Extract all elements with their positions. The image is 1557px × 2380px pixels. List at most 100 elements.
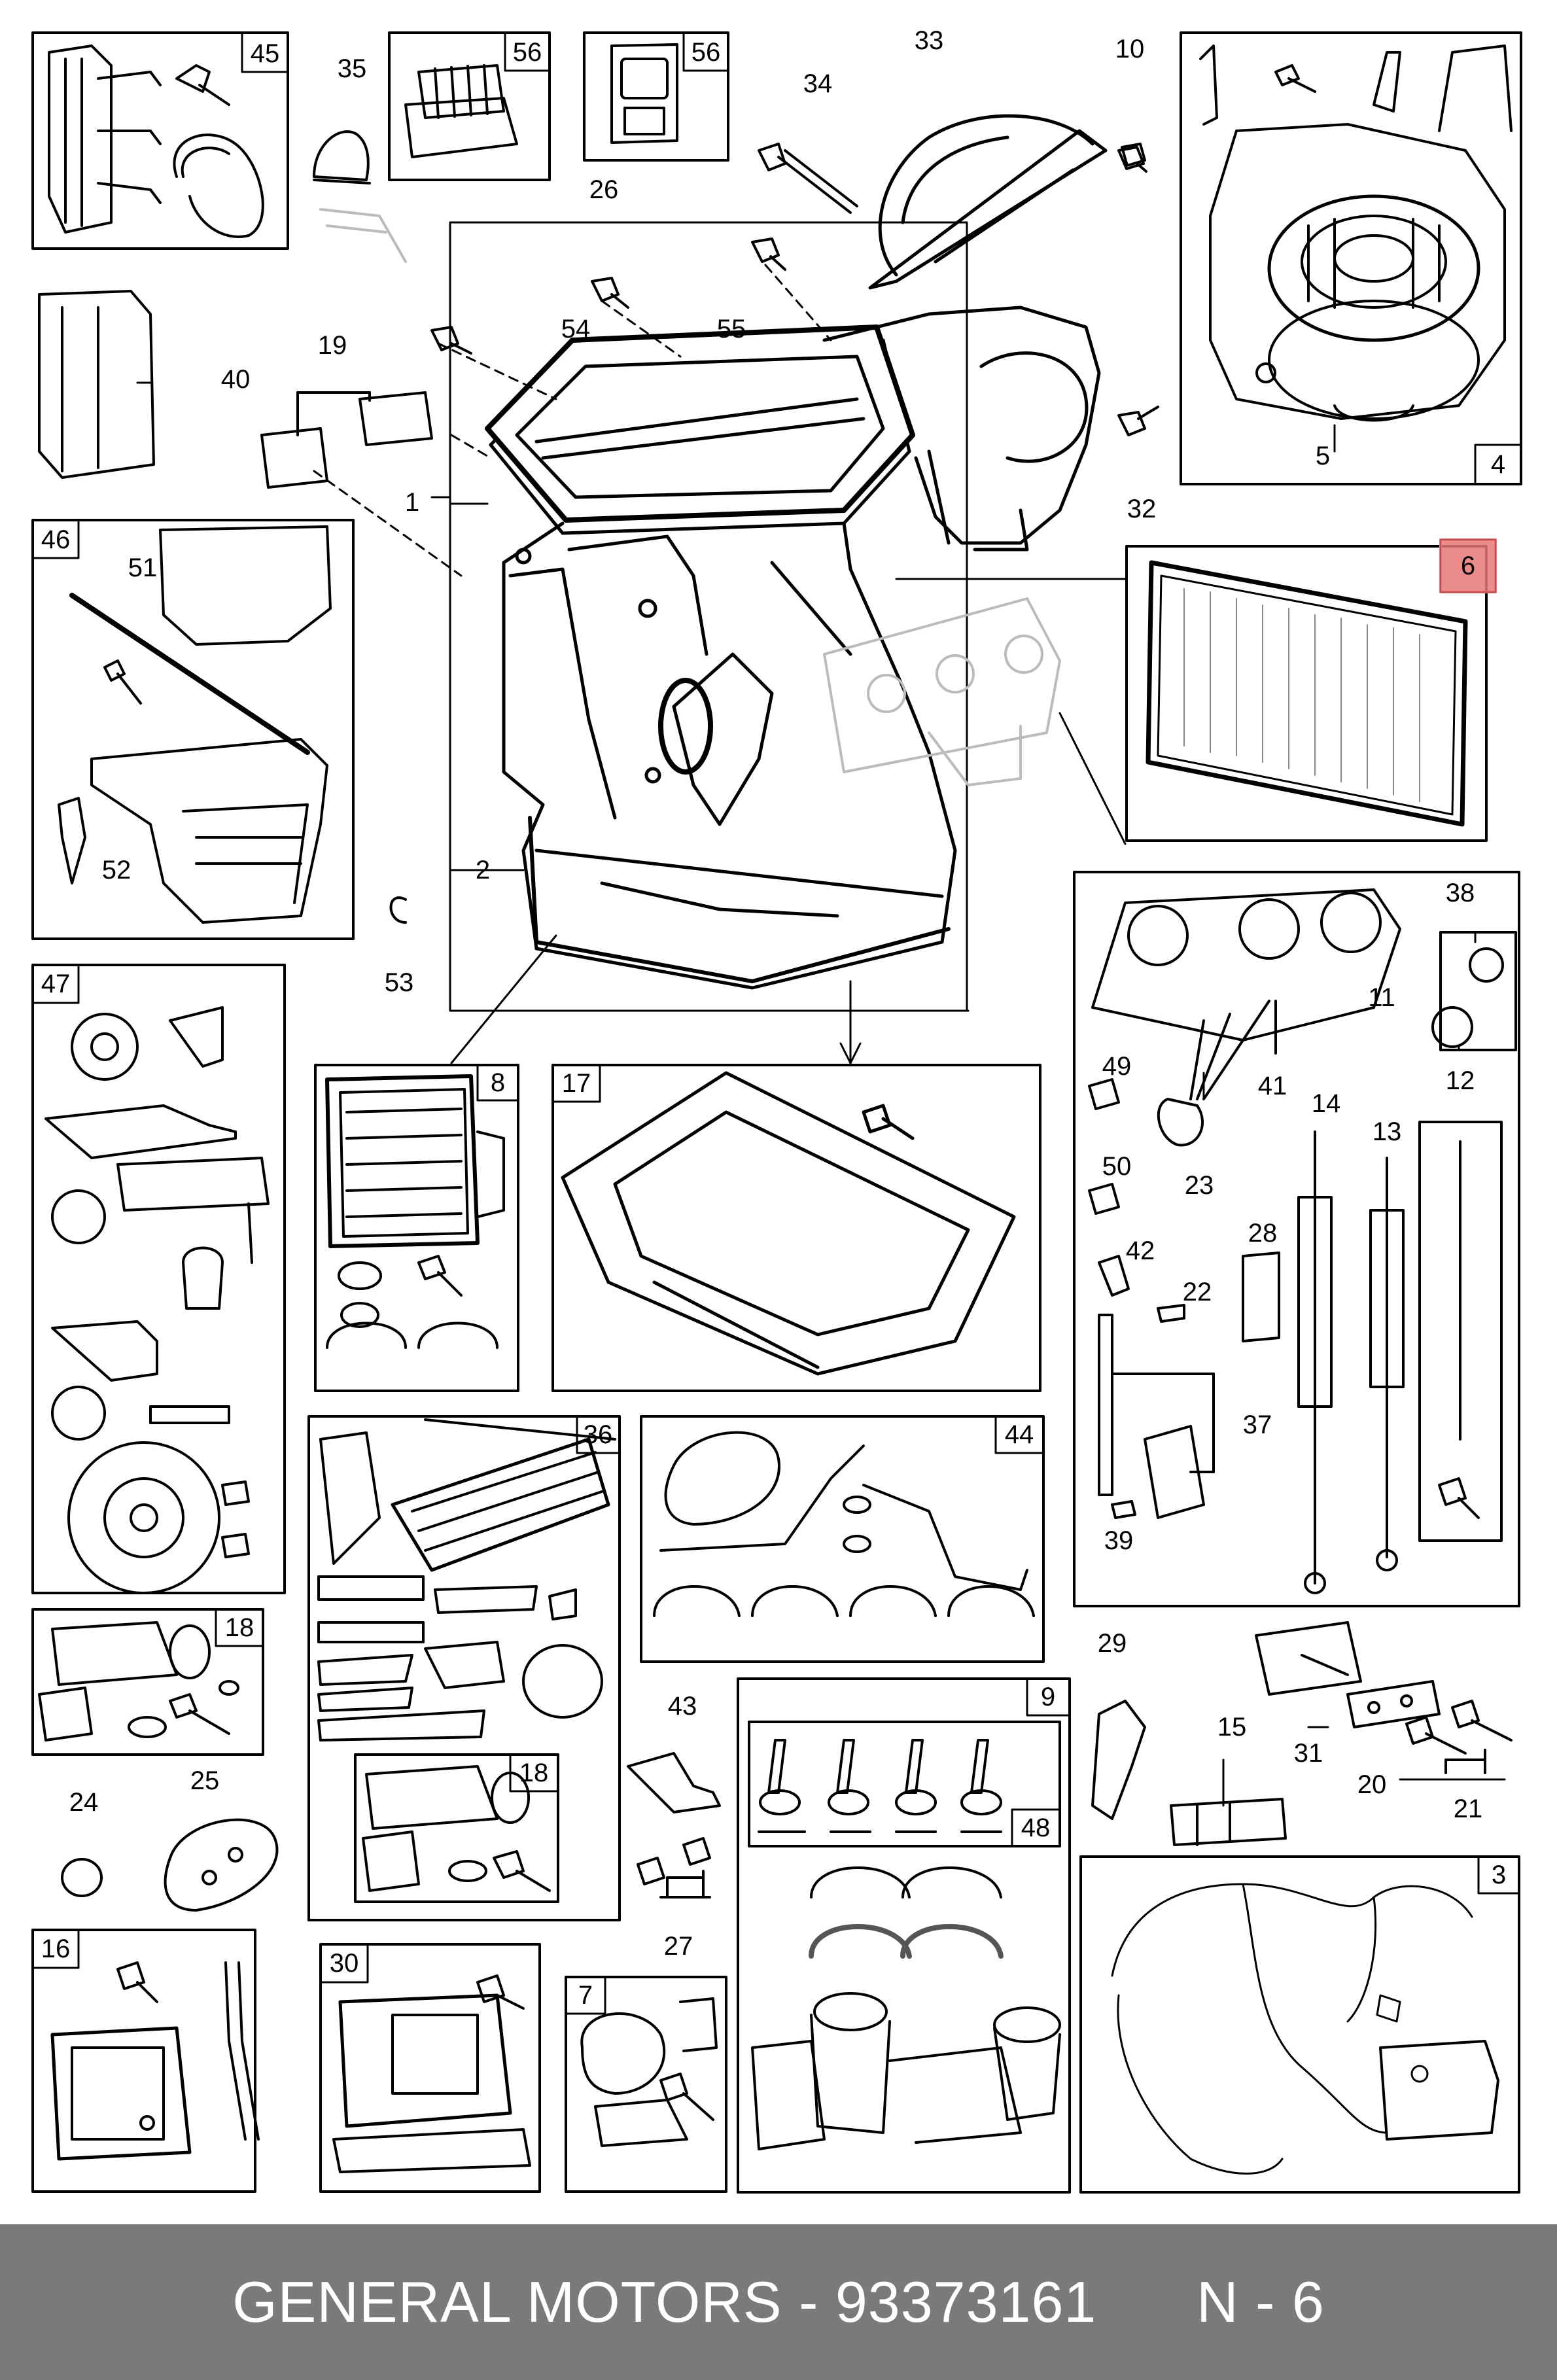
callout-13: 13 bbox=[1373, 1117, 1402, 1146]
callout-35: 35 bbox=[338, 54, 367, 83]
panel-8 bbox=[314, 1064, 519, 1392]
blower-duct bbox=[822, 306, 1101, 551]
footer-brand: GENERAL MOTORS bbox=[232, 2269, 782, 2334]
callout-36: 36 bbox=[584, 1420, 613, 1449]
callout-4: 4 bbox=[1491, 450, 1505, 479]
part-34-drawing bbox=[758, 143, 858, 214]
panel-18-inner bbox=[354, 1753, 559, 1903]
callout-44: 44 bbox=[1005, 1420, 1034, 1449]
part-3-harness-drawing bbox=[1111, 1883, 1499, 2175]
part-36-drawing bbox=[317, 1418, 616, 1741]
callout-24: 24 bbox=[69, 1788, 99, 1817]
part-18-actuator-drawing bbox=[38, 1621, 239, 1741]
callout-34: 34 bbox=[803, 69, 833, 98]
callout-29: 29 bbox=[1098, 1629, 1127, 1658]
callout-21: 21 bbox=[1454, 1794, 1483, 1823]
part-38-ring-small bbox=[1431, 1006, 1473, 1048]
part-18-inner-drawing bbox=[362, 1765, 551, 1892]
callout-20: 20 bbox=[1357, 1770, 1387, 1799]
part-48-clips-drawing bbox=[758, 1739, 1002, 1833]
callout-26: 26 bbox=[589, 175, 619, 204]
part-10-screw-drawing bbox=[1121, 143, 1146, 167]
heater-housing bbox=[485, 324, 957, 990]
callout-6: 6 bbox=[1461, 551, 1475, 580]
callout-16: 16 bbox=[41, 1934, 71, 1963]
callout-30: 30 bbox=[330, 1949, 359, 1978]
callout-40: 40 bbox=[221, 365, 251, 394]
part-42-22-28-drawing bbox=[1098, 1251, 1280, 1342]
footer-part-number: 93373161 bbox=[835, 2269, 1097, 2334]
callout-12: 12 bbox=[1446, 1066, 1475, 1095]
callout-5: 5 bbox=[1316, 442, 1330, 470]
callout-11: 11 bbox=[1368, 983, 1395, 1012]
callout-28: 28 bbox=[1248, 1219, 1278, 1248]
part-30-actuator-drawing bbox=[332, 1974, 531, 2173]
panel-6 bbox=[1125, 545, 1488, 842]
callout-45: 45 bbox=[251, 39, 280, 68]
control-panel-ghost bbox=[823, 597, 1061, 786]
part-40-drawing bbox=[38, 290, 155, 479]
part-21-bolts-drawing bbox=[1405, 1700, 1513, 1774]
callout-3: 3 bbox=[1492, 1861, 1506, 1889]
panel-44 bbox=[640, 1415, 1045, 1663]
part-19-filter-drawing bbox=[260, 391, 433, 489]
part-49-50-screws-drawing bbox=[1088, 1078, 1204, 1215]
callout-2: 2 bbox=[476, 856, 490, 884]
part-46-drawing bbox=[58, 525, 332, 924]
callout-56-left: 56 bbox=[513, 38, 542, 67]
part-27-screws-drawing bbox=[637, 1837, 711, 1899]
callout-39: 39 bbox=[1104, 1526, 1134, 1555]
callout-49: 49 bbox=[1102, 1052, 1132, 1081]
callout-43: 43 bbox=[668, 1692, 697, 1721]
part-35-drawing bbox=[313, 130, 407, 263]
footer-page-ref: N - 6 bbox=[1197, 2269, 1325, 2334]
panel-4 bbox=[1180, 31, 1522, 485]
panel-9 bbox=[737, 1677, 1071, 2194]
panel-7 bbox=[565, 1976, 727, 2193]
panel-38 bbox=[1439, 931, 1517, 1051]
part-45-drawing bbox=[48, 44, 264, 238]
footer-separator: - bbox=[799, 2269, 819, 2334]
callout-47: 47 bbox=[41, 970, 71, 998]
part-8-core-drawing bbox=[325, 1074, 505, 1349]
panel-36 bbox=[307, 1415, 621, 1921]
callout-27: 27 bbox=[664, 1932, 693, 1961]
panel-controls bbox=[1073, 871, 1520, 1607]
part-14-13-12-cables-drawing bbox=[1297, 1130, 1480, 1594]
callout-8: 8 bbox=[491, 1068, 505, 1097]
part-9-valve-drawing bbox=[751, 1866, 1061, 2150]
panel-3 bbox=[1079, 1855, 1520, 2194]
callout-15: 15 bbox=[1217, 1713, 1247, 1741]
part-33-drawing bbox=[868, 114, 1108, 290]
panel-16 bbox=[31, 1929, 256, 2193]
callout-18-inner: 18 bbox=[519, 1759, 549, 1787]
part-7-drawing bbox=[580, 1997, 718, 2147]
callout-42: 42 bbox=[1126, 1236, 1155, 1265]
callout-1: 1 bbox=[405, 488, 419, 517]
part-38-ring-large bbox=[1469, 947, 1504, 983]
callout-37: 37 bbox=[1243, 1410, 1272, 1439]
callout-18-left: 18 bbox=[225, 1613, 254, 1642]
panel-46 bbox=[31, 519, 355, 940]
callout-54: 54 bbox=[561, 315, 591, 343]
part-4-blower-drawing bbox=[1199, 44, 1513, 422]
callout-31: 31 bbox=[1294, 1739, 1323, 1768]
footer-bar: GENERAL MOTORS - 93373161 N - 6 bbox=[0, 2224, 1557, 2380]
panel-17 bbox=[551, 1064, 1041, 1392]
callout-9: 9 bbox=[1041, 1683, 1055, 1711]
panel-47 bbox=[31, 964, 286, 1594]
panel-30 bbox=[319, 1943, 541, 2193]
screws-top bbox=[430, 146, 1159, 436]
callout-50: 50 bbox=[1102, 1152, 1132, 1181]
callout-7: 7 bbox=[578, 1981, 593, 2010]
part-53-clip-drawing bbox=[389, 896, 407, 924]
callout-56-right: 56 bbox=[691, 38, 721, 67]
callout-51: 51 bbox=[128, 553, 158, 582]
panel-48 bbox=[748, 1721, 1061, 1847]
part-56-switch-drawing bbox=[610, 43, 678, 144]
part-20-gasket-drawing bbox=[1346, 1680, 1441, 1728]
panel-12 bbox=[1418, 1121, 1503, 1542]
callout-46: 46 bbox=[41, 525, 71, 554]
callout-48: 48 bbox=[1021, 1813, 1051, 1842]
